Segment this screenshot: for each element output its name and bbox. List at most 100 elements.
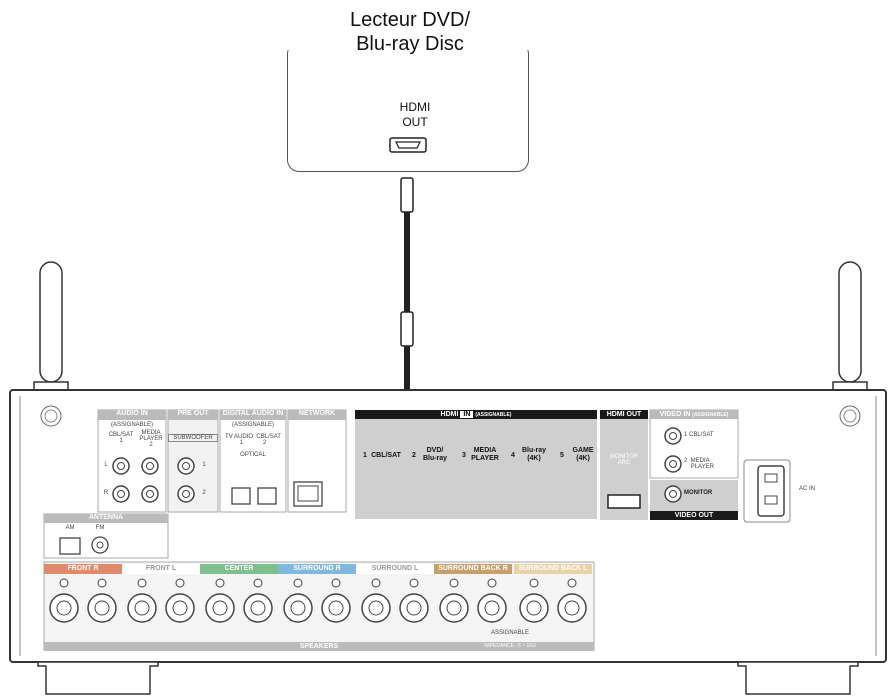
speaker-group-header-3: SURROUND R [278,564,356,574]
hdmi-input-5-label: GAME (4K) [572,447,594,462]
speaker-terminal-inner-6-0 [526,600,542,616]
speaker-terminal-5-1 [477,593,507,623]
audio-in-col1: CBL/SAT 1 [108,432,134,444]
speaker-polarity-2-0 [215,578,225,588]
speaker-polarity-1-0 [137,578,147,588]
speakers-impedance: IMPEDANCE : 6 ~ 16Ω [484,643,536,649]
antenna-am: AM [65,525,75,531]
speaker-terminal-0-0 [49,593,79,623]
speaker-terminal-inner-3-1 [328,600,344,616]
speaker-polarity-5-0 [449,578,459,588]
video-in-header: VIDEO IN (ASSIGNABLE) [659,411,729,418]
hdmi-input-3-number: 3 [462,452,466,459]
speaker-terminal-4-0 [361,593,391,623]
pre-out-subwoofer: SUBWOOFER [168,434,218,442]
speakers-assignable: ASSIGNABLE [490,630,529,636]
digital-audio-sub: (ASSIGNABLE) [231,422,274,428]
speaker-polarity-0-0 [59,578,69,588]
antenna-header: ANTENNA [88,514,124,521]
wifi-antenna-right-icon [832,261,868,407]
audio-in-section [97,409,167,513]
speaker-terminal-1-0 [127,593,157,623]
speaker-terminal-6-0 [519,593,549,623]
speaker-polarity-1-1 [175,578,185,588]
speaker-group-header-5: SURROUND BACK R [434,564,512,574]
hdmi-input-4-number: 4 [511,452,515,459]
hdmi-input-2-label: DVD/ Blu-ray [422,447,448,462]
hdmi-input-1-number: 1 [363,452,367,459]
hdmi-input-5-number: 5 [560,452,564,459]
hdmi-in-panel [355,419,597,519]
speaker-terminal-inner-1-0 [134,600,150,616]
speaker-polarity-4-1 [409,578,419,588]
speaker-group-header-0: FRONT R [44,564,122,574]
speakers-footer: SPEAKERS [299,643,339,650]
audio-in-right-marker: R [103,490,109,496]
hdmi-out-label: MONITOR ARC [609,454,639,466]
speaker-terminal-inner-4-0 [368,600,384,616]
speaker-terminal-inner-5-0 [446,600,462,616]
audio-in-sub: (ASSIGNABLE) [110,422,153,428]
speaker-terminal-1-1 [165,593,195,623]
audio-in-col2: MEDIA PLAYER 2 [139,430,163,448]
hdmi-out-section [600,410,648,520]
audio-in-left-marker: L [104,462,108,468]
speaker-polarity-2-1 [253,578,263,588]
source-hdmi-out-label: HDMI OUT [399,100,431,129]
speaker-terminal-inner-5-1 [484,600,500,616]
antenna-section [43,513,169,559]
speaker-group-header-4: SURROUND L [356,564,434,574]
speaker-terminal-inner-2-1 [250,600,266,616]
hdmi-input-4-label: Blu-ray (4K) [521,447,547,462]
video-in-1: 1 CBL/SAT [684,432,714,438]
speaker-polarity-3-0 [293,578,303,588]
source-hdmi-port-icon [389,137,427,153]
antenna-fm: FM [95,525,105,531]
speaker-polarity-3-1 [331,578,341,588]
network-header: NETWORK [298,410,336,417]
ac-in-socket-icon [743,459,791,523]
speaker-terminal-0-1 [87,593,117,623]
speaker-polarity-6-1 [567,578,577,588]
video-out-monitor: MONITOR [684,490,713,496]
speaker-group-header-6: SURROUND BACK L [514,564,592,574]
pre-out-header: PRE OUT [177,410,209,417]
hdmi-input-1-label: CBL/SAT [371,452,401,459]
video-out-header: VIDEO OUT [674,512,714,519]
audio-in-header: AUDIO IN [116,410,148,417]
speaker-terminal-2-0 [205,593,235,623]
digital-audio-header: DIGITAL AUDIO IN [222,410,284,417]
video-in-2: 2 MEDIA PLAYER [684,458,714,470]
receiver-feet [37,661,859,695]
source-device-title: Lecteur DVD/ Blu-ray Disc [349,9,471,55]
network-section [287,409,347,513]
speaker-terminal-3-1 [321,593,351,623]
speaker-terminal-inner-3-0 [290,600,306,616]
speaker-polarity-6-0 [529,578,539,588]
speaker-terminal-inner-0-1 [94,600,110,616]
speaker-group-header-1: FRONT L [122,564,200,574]
pre-out-1: 1 [202,462,206,468]
speaker-terminal-inner-1-1 [172,600,188,616]
speaker-polarity-4-0 [371,578,381,588]
digital-audio-cols: TV AUDIO CBL/SAT 1 2 [225,434,281,446]
speaker-terminal-3-0 [283,593,313,623]
pre-out-2: 2 [202,490,206,496]
ac-in-label: AC IN [798,486,815,492]
digital-audio-section [219,409,287,513]
speaker-terminal-6-1 [557,593,587,623]
speaker-group-header-2: CENTER [200,564,278,574]
speaker-terminal-inner-0-0 [56,600,72,616]
speaker-terminal-4-1 [399,593,429,623]
speaker-terminal-5-0 [439,593,469,623]
video-section [649,409,739,520]
speaker-polarity-0-1 [97,578,107,588]
speaker-terminal-inner-2-0 [212,600,228,616]
hdmi-in-header: HDMI IN (ASSIGNABLE) [355,410,597,419]
hdmi-out-header: HDMI OUT [606,411,642,418]
speaker-terminal-inner-4-1 [406,600,422,616]
hdmi-input-3-label: MEDIA PLAYER [471,447,499,462]
wifi-antenna-left-icon [33,261,69,407]
speaker-terminal-inner-6-1 [564,600,580,616]
